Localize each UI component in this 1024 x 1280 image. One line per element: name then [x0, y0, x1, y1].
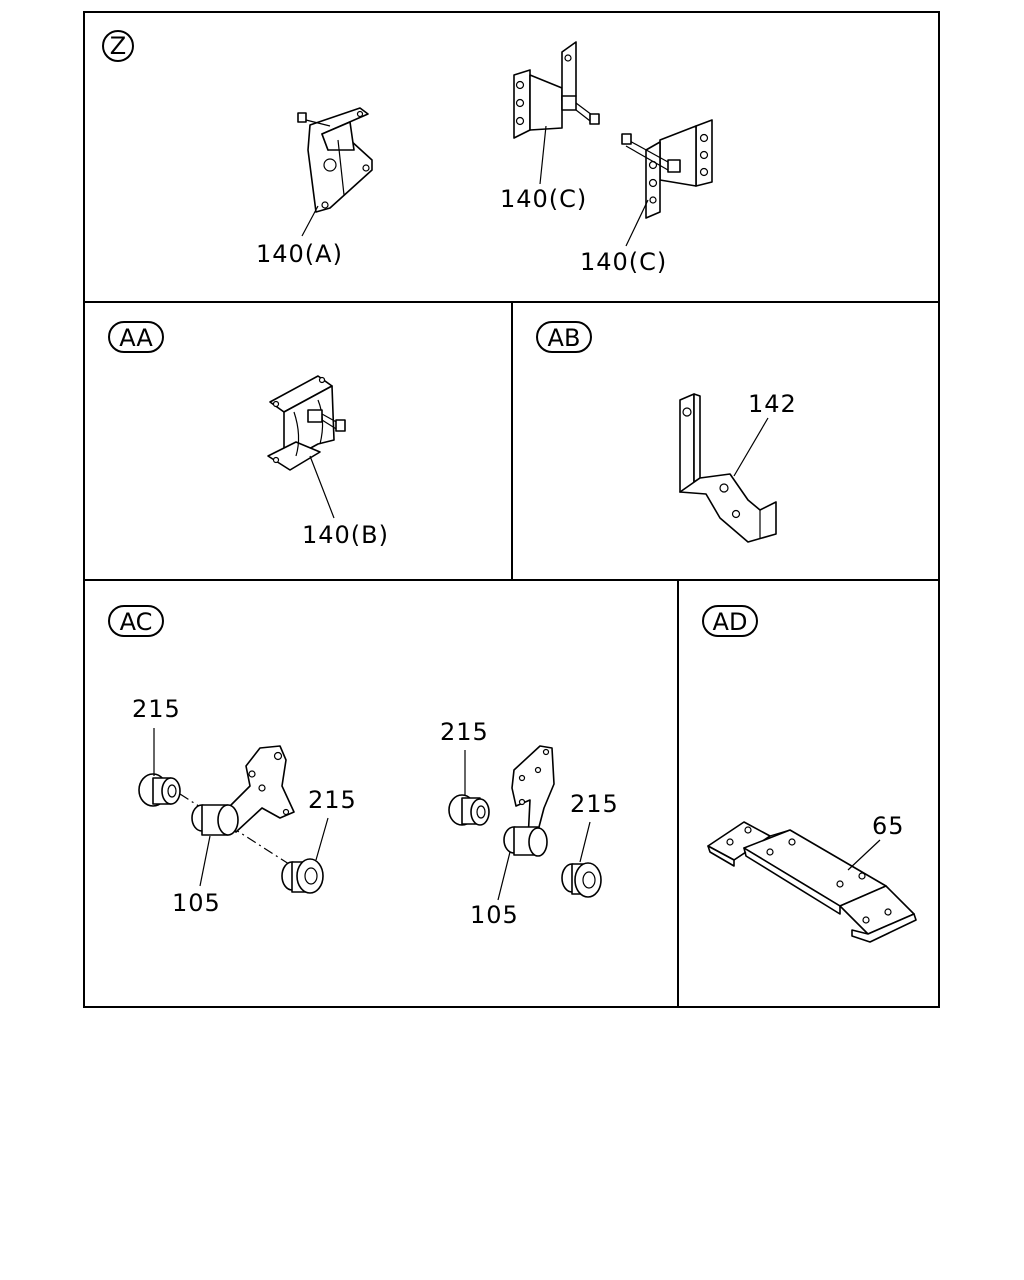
- part-label-215-left-b: 215: [308, 786, 357, 814]
- bracket-140a-icon: [297, 107, 373, 213]
- leader-line: [309, 455, 335, 519]
- part-label-140b: 140(B): [302, 521, 389, 549]
- part-label-215-right-b: 215: [570, 790, 619, 818]
- panel-tag-ac: AC: [108, 605, 164, 637]
- part-label-215-left-a: 215: [132, 695, 181, 723]
- bushing-215-right-b-icon: [561, 862, 602, 898]
- bracket-142-icon: [679, 393, 777, 543]
- panel-tag-aa: AA: [108, 321, 164, 353]
- bushing-215-left-b-icon: [281, 858, 324, 894]
- part-label-105-left: 105: [172, 889, 221, 917]
- arm-105-right-icon: [503, 745, 555, 857]
- leader-line: [497, 851, 511, 901]
- svg-text:AC: AC: [120, 608, 153, 636]
- panel-tag-ad: AD: [702, 605, 758, 637]
- part-label-140c-upper: 140(C): [500, 185, 587, 213]
- bracket-140c-lower-icon: [621, 119, 713, 219]
- panel-ad: AD 65: [702, 605, 917, 943]
- panel-ac: AC 215 105: [108, 605, 619, 929]
- bracket-65-icon: [707, 821, 917, 943]
- bushing-215-left-a-icon: [138, 773, 181, 807]
- arm-105-left-icon: [179, 745, 295, 867]
- panel-ab: AB 142: [536, 321, 797, 543]
- svg-text:AD: AD: [713, 608, 748, 636]
- panel-tag-ab: AB: [536, 321, 592, 353]
- leader-line: [847, 839, 881, 871]
- svg-text:Z: Z: [110, 32, 126, 60]
- part-label-65: 65: [872, 812, 905, 840]
- bracket-140c-upper-icon: [513, 41, 600, 139]
- panel-tag-z: Z: [102, 30, 134, 62]
- svg-text:AA: AA: [119, 324, 153, 352]
- svg-text:AB: AB: [548, 324, 581, 352]
- part-label-140a: 140(A): [256, 240, 343, 268]
- part-label-105-right: 105: [470, 901, 519, 929]
- part-label-140c-lower: 140(C): [580, 248, 667, 276]
- leader-line: [315, 817, 329, 861]
- part-label-215-right-a: 215: [440, 718, 489, 746]
- leader-line: [301, 205, 319, 237]
- leader-line: [539, 125, 547, 185]
- leader-line: [579, 821, 591, 863]
- panel-aa: AA 140(B): [108, 321, 389, 549]
- part-label-142: 142: [748, 390, 797, 418]
- bracket-140b-icon: [267, 375, 346, 471]
- panel-frames: [83, 11, 940, 1008]
- leader-line: [733, 417, 769, 477]
- leader-line: [625, 199, 649, 247]
- panel-z: Z 140(A): [102, 30, 713, 276]
- leader-line: [199, 835, 211, 887]
- bushing-215-right-a-icon: [448, 794, 490, 826]
